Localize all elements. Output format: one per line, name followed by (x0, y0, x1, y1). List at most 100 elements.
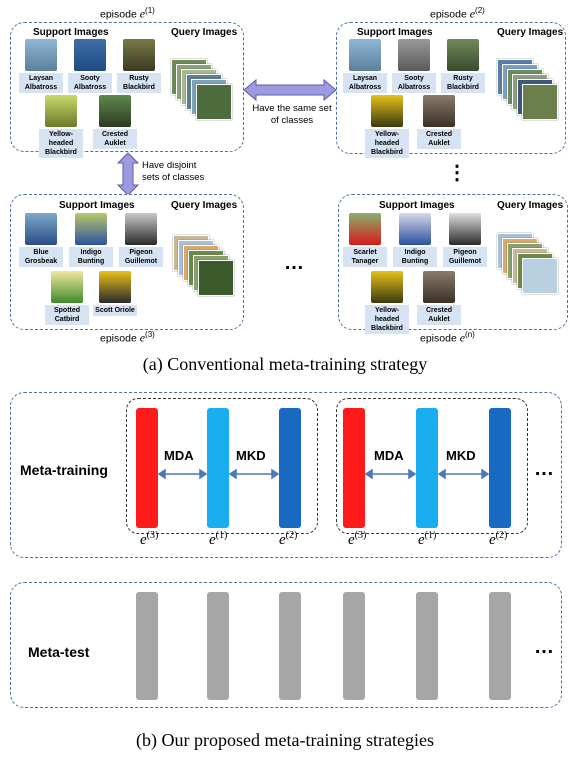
bird-card: Rusty Blackbird (117, 39, 161, 93)
mda-label: MDA (164, 448, 194, 463)
bar-episode-3 (343, 408, 365, 528)
bird-label: Laysan Albatross (19, 73, 63, 93)
episode-box-3: Support Images Query Images Blue Grosbea… (10, 194, 244, 330)
bird-image (449, 213, 481, 245)
bird-card: Blue Grosbeak (19, 213, 63, 267)
query-stack (497, 233, 558, 295)
bird-card: Rusty Blackbird (441, 39, 485, 93)
bird-card: Sooty Albatross (392, 39, 436, 93)
disjoint-classes-note: Have disjoint sets of classes (142, 160, 205, 183)
bird-image (371, 271, 403, 303)
mkd-label: MKD (236, 448, 266, 463)
bird-card: Crested Auklet (93, 95, 137, 149)
bird-label: Yellow-headed Blackbird (39, 129, 83, 158)
bird-label: Indigo Bunting (393, 247, 437, 267)
bird-card: Pigeon Guillemot (119, 213, 163, 267)
bird-label: Sooty Albatross (392, 73, 436, 93)
query-stack (173, 235, 234, 297)
bird-label: Crested Auklet (93, 129, 137, 149)
bird-image (123, 39, 155, 71)
bird-image (371, 95, 403, 127)
bird-image (99, 271, 131, 303)
test-bar (416, 592, 438, 700)
test-bar (343, 592, 365, 700)
bird-image (349, 213, 381, 245)
test-bar (136, 592, 158, 700)
test-bar (489, 592, 511, 700)
episode-box-1: Support Images Query Images Laysan Albat… (10, 22, 244, 158)
horizontal-ellipsis: … (534, 636, 555, 658)
bird-label: Spotted Catbird (45, 305, 89, 325)
horizontal-ellipsis: … (284, 252, 305, 274)
bird-card: Pigeon Guillemot (443, 213, 487, 267)
caption-b: (b) Our proposed meta-training strategie… (136, 730, 434, 750)
bird-image (99, 95, 131, 127)
mda-label: MDA (374, 448, 404, 463)
bird-image (399, 213, 431, 245)
test-bar (207, 592, 229, 700)
same-classes-note: Have the same set of classes (252, 103, 332, 126)
same-classes-arrow (243, 78, 337, 102)
bar-label: e(2) (489, 530, 508, 548)
bar-label: e(3) (348, 530, 367, 548)
episode-group-2 (336, 398, 528, 534)
bar-episode-3 (136, 408, 158, 528)
caption-a: (a) Conventional meta-training strategy (142, 354, 428, 374)
query-header: Query Images (497, 200, 564, 211)
support-header: Support Images (59, 200, 135, 211)
bar-label: e(1) (418, 530, 437, 548)
bird-label: Scarlet Tanager (343, 247, 387, 267)
episode-label-n: episode e(n) (420, 330, 475, 345)
bird-label: Scott Oriole (93, 305, 137, 316)
query-header: Query Images (171, 200, 238, 211)
support-header: Support Images (379, 200, 455, 211)
bird-label: Pigeon Guillemot (443, 247, 487, 267)
bird-label: Indigo Bunting (69, 247, 113, 267)
meta-training-label: Meta-training (20, 462, 108, 478)
bird-card: Scott Oriole (93, 271, 137, 316)
horizontal-ellipsis: … (534, 458, 555, 480)
meta-training-box (10, 392, 562, 558)
bar-episode-1 (207, 408, 229, 528)
bird-label: Yellow-headed Blackbird (365, 305, 409, 334)
bird-card: Scarlet Tanager (343, 213, 387, 267)
bird-image (75, 213, 107, 245)
bird-card: Indigo Bunting (393, 213, 437, 267)
bird-image (423, 95, 455, 127)
bird-card: Yellow-headed Blackbird (39, 95, 83, 158)
bird-label: Sooty Albatross (68, 73, 112, 93)
bird-card: Crested Auklet (417, 271, 461, 325)
bird-label: Yellow-headed Blackbird (365, 129, 409, 158)
episode-box-2: Support Images Query Images Laysan Albat… (336, 22, 566, 158)
bird-label: Crested Auklet (417, 305, 461, 325)
query-header: Query Images (171, 27, 238, 38)
query-stack (497, 59, 558, 121)
support-header: Support Images (357, 27, 433, 38)
bird-image (423, 271, 455, 303)
bar-label: e(3) (140, 530, 159, 548)
bird-label: Blue Grosbeak (19, 247, 63, 267)
bird-image (398, 39, 430, 71)
bird-card: Sooty Albatross (68, 39, 112, 93)
bird-card: Laysan Albatross (19, 39, 63, 93)
bird-card: Yellow-headed Blackbird (365, 95, 409, 158)
meta-test-label: Meta-test (28, 644, 90, 660)
bar-episode-2 (279, 408, 301, 528)
episode-label-1: episode e(1) (100, 6, 155, 21)
bird-label: Rusty Blackbird (441, 73, 485, 93)
meta-test-box (10, 582, 562, 708)
bird-image (125, 213, 157, 245)
test-bar (279, 592, 301, 700)
bird-image (447, 39, 479, 71)
bird-label: Rusty Blackbird (117, 73, 161, 93)
bird-label: Crested Auklet (417, 129, 461, 149)
bar-label: e(2) (279, 530, 298, 548)
episode-label-2: episode e(2) (430, 6, 485, 21)
bird-image (51, 271, 83, 303)
episode-box-n: Support Images Query Images Scarlet Tana… (338, 194, 568, 334)
support-header: Support Images (33, 27, 109, 38)
query-header: Query Images (497, 27, 564, 38)
mkd-label: MKD (446, 448, 476, 463)
